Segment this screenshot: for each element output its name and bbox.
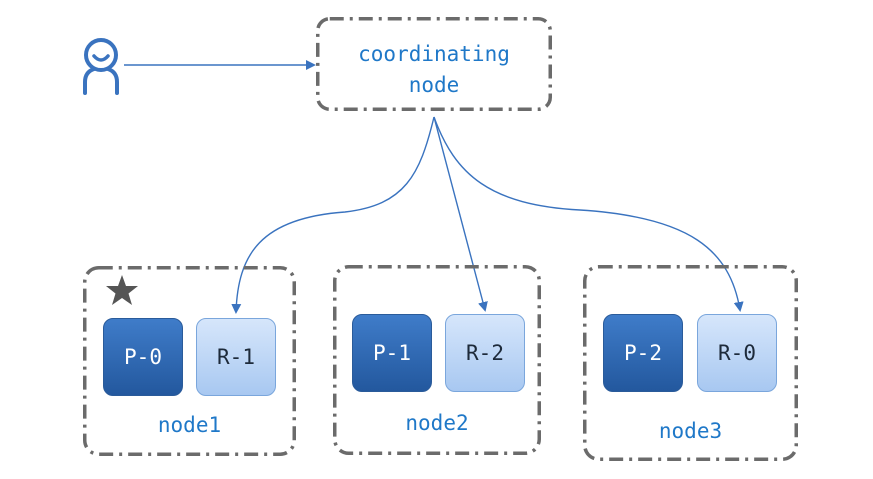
node1-frame xyxy=(83,266,296,456)
user-icon xyxy=(83,38,119,95)
shard-primary-node3: P-2 xyxy=(603,314,683,392)
coordinator-label-line1: coordinating xyxy=(358,42,510,66)
shard-replica-node1: R-1 xyxy=(196,318,276,396)
shard-replica-node2: R-2 xyxy=(445,314,525,392)
shard-primary-node2: P-1 xyxy=(352,314,432,392)
arrow-coordinator-to-node2 xyxy=(433,116,488,312)
node3-box: P-2 R-0 node3 xyxy=(583,265,798,461)
shard-primary-node1: P-0 xyxy=(103,318,183,396)
coordinating-node: coordinating node xyxy=(316,17,552,111)
node2-label: node2 xyxy=(405,411,469,435)
node1-box: P-0 R-1 node1 xyxy=(83,266,296,456)
shard-replica-node3: R-0 xyxy=(697,314,777,392)
node3-label: node3 xyxy=(658,419,723,443)
node2-box: P-1 R-2 node2 xyxy=(333,265,541,455)
star-icon xyxy=(106,275,138,305)
arrow-coordinator-to-node3 xyxy=(433,116,744,312)
node1-label: node1 xyxy=(157,413,222,437)
node3-frame xyxy=(583,265,798,461)
coordinator-label-line2: node xyxy=(408,73,460,97)
node2-frame xyxy=(333,265,541,455)
coordinator-frame xyxy=(316,17,552,111)
